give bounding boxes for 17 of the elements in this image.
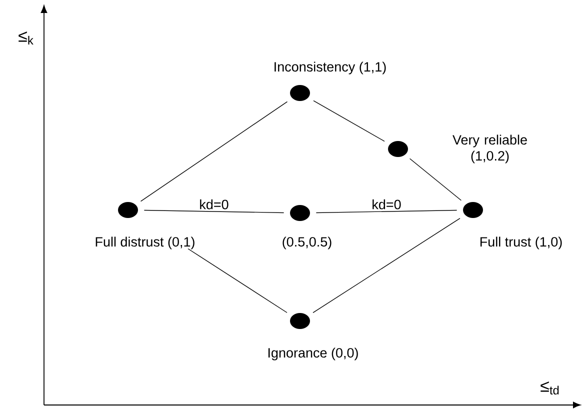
- axis-label: ≤$_{k}$: [18, 32, 34, 44]
- node-label: Very reliable (1,0.2): [452, 134, 527, 164]
- axis-label: ≤$_{td}$: [540, 382, 559, 394]
- connector-line: [409, 158, 462, 201]
- connector-line: [144, 210, 284, 214]
- node-label: Inconsistency (1,1): [274, 62, 386, 74]
- connector-line: [312, 218, 460, 313]
- connector-line: [140, 101, 288, 202]
- connector-line: [313, 100, 385, 142]
- edge-label: kd=0: [198, 198, 230, 210]
- connector-line: [316, 210, 458, 214]
- node-label: Ignorance (0,0): [268, 348, 358, 360]
- edge-label: kd=0: [370, 198, 402, 210]
- node-label: Full trust (1,0): [480, 236, 562, 250]
- connector-line: [188, 248, 288, 313]
- node-label: Full distrust (0,1): [96, 236, 194, 250]
- node-label: (0.5,0.5): [282, 236, 332, 250]
